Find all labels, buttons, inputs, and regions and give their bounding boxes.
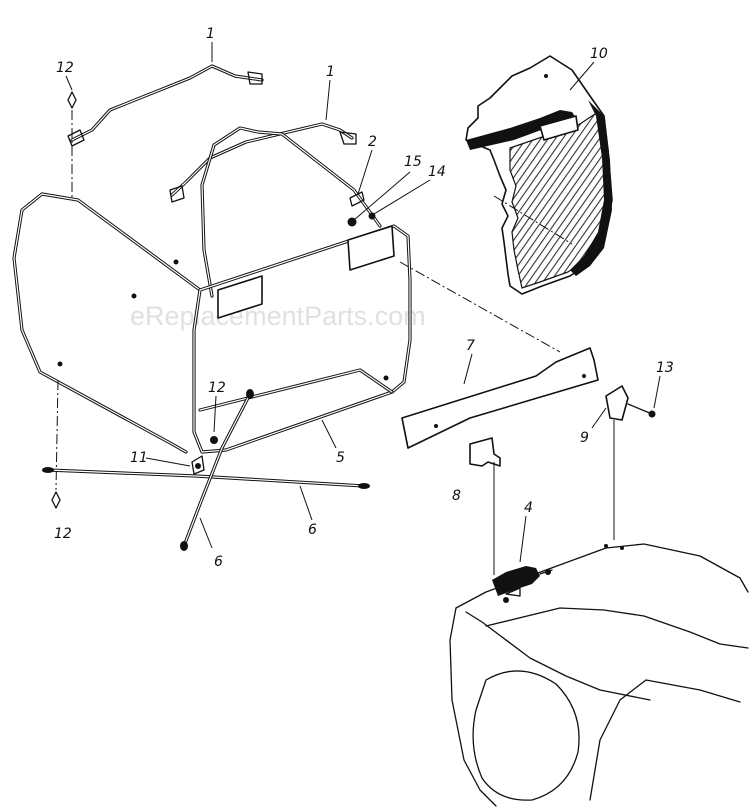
callout-labels: 1 1 2 15 14 10 12 12 11 5 7 13 9 8 4 6 6… (54, 26, 674, 570)
callout-5: 5 (336, 450, 345, 466)
callout-6-right: 6 (308, 522, 317, 538)
hardware-2-14-15 (347, 191, 376, 227)
main-frame-part-5 (12, 192, 412, 454)
callout-1a: 1 (206, 26, 215, 42)
callout-9: 9 (580, 430, 589, 446)
callout-2: 2 (368, 134, 377, 150)
watermark-text: eReplacementParts.com (130, 301, 426, 331)
callout-4: 4 (524, 500, 533, 516)
callout-15: 15 (404, 154, 422, 170)
mower-deck (449, 543, 749, 807)
screw-12-top (67, 91, 77, 200)
callout-leaders (65, 42, 661, 563)
callout-7: 7 (466, 338, 475, 354)
cross-bar-part-6b (180, 389, 254, 551)
callout-8: 8 (452, 488, 461, 504)
top-bar-part-1b (169, 122, 357, 203)
alignment-line-frame (399, 261, 561, 353)
fastener-11 (191, 455, 205, 475)
callout-12-bottom: 12 (54, 526, 72, 542)
callout-12-center: 12 (208, 380, 226, 396)
top-bar-part-1a (67, 64, 264, 147)
rear-hoop (200, 126, 382, 298)
cross-bar-part-6a (42, 467, 370, 489)
bracket-part-8 (469, 437, 501, 575)
callout-14: 14 (428, 164, 446, 180)
chute-adaptor-part-7 (401, 347, 599, 449)
bracket-part-9 (605, 385, 656, 540)
callout-11: 11 (130, 450, 148, 466)
screw-12-bottom (51, 379, 61, 509)
callout-6-lower: 6 (214, 554, 223, 570)
latch-part-4 (492, 566, 553, 603)
callout-1b: 1 (326, 64, 335, 80)
grass-bag-part-10 (465, 55, 613, 295)
callout-10: 10 (590, 46, 608, 62)
callout-12-top: 12 (56, 60, 74, 76)
screw-12-center (210, 436, 218, 444)
callout-13: 13 (656, 360, 674, 376)
